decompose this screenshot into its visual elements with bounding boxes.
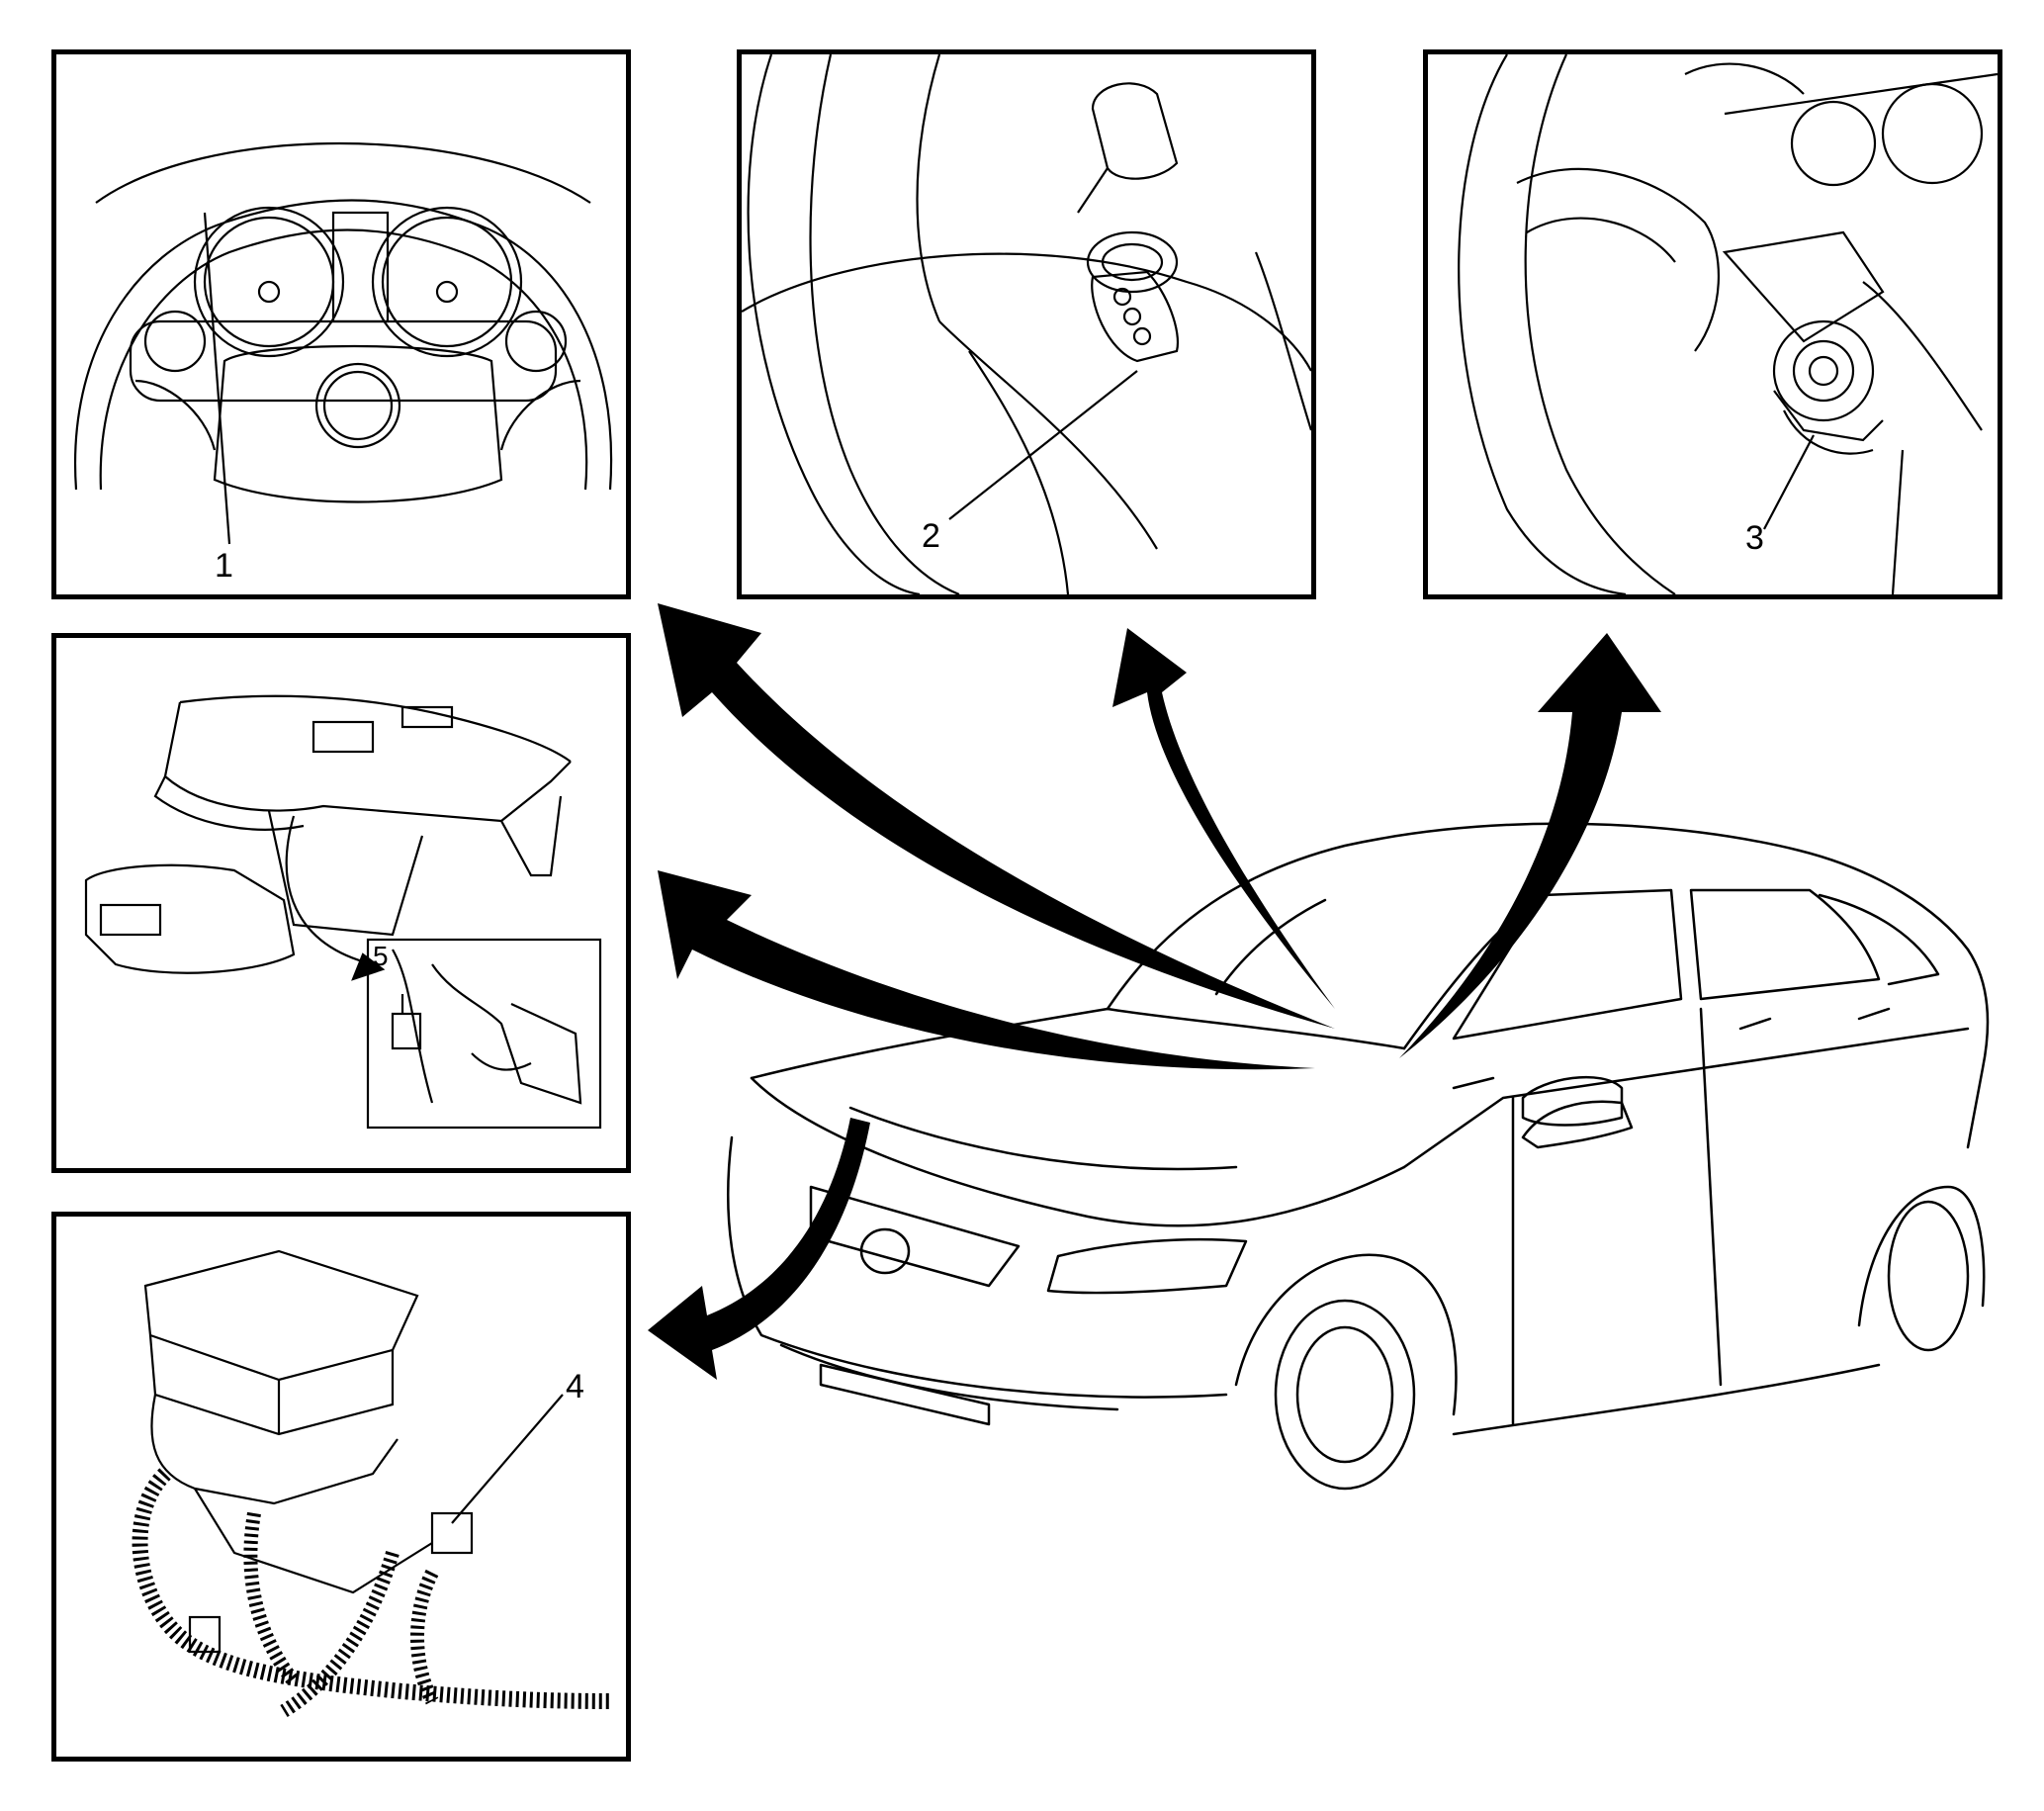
arrow-to-panel-2 — [1112, 628, 1335, 1009]
callout-4: 4 — [566, 1368, 584, 1405]
panel-dashboard: 5 — [51, 633, 631, 1173]
callout-1: 1 — [215, 547, 233, 585]
callout-3: 3 — [1745, 519, 1764, 557]
arrow-to-panel-4 — [648, 1118, 870, 1380]
arrow-to-panel-3 — [1399, 633, 1661, 1058]
panel-steering-column: 3 — [1423, 49, 2002, 599]
direction-arrows — [648, 603, 1661, 1380]
vehicle-outline — [727, 822, 1990, 1491]
leader-line-4 — [451, 1394, 564, 1524]
panel-key-ignition: 2 — [737, 49, 1316, 599]
arrow-to-panel-dash — [658, 870, 1315, 1070]
leader-line-3 — [1763, 434, 1815, 530]
leader-line-2 — [948, 370, 1138, 520]
panel-fuse-block: 4 — [51, 1212, 631, 1762]
arrow-to-panel-1 — [658, 603, 1335, 1029]
callout-5: 5 — [373, 941, 389, 971]
leader-line-1 — [203, 212, 231, 545]
callout-2: 2 — [922, 517, 940, 555]
panel-instrument-cluster: 1 — [51, 49, 631, 599]
